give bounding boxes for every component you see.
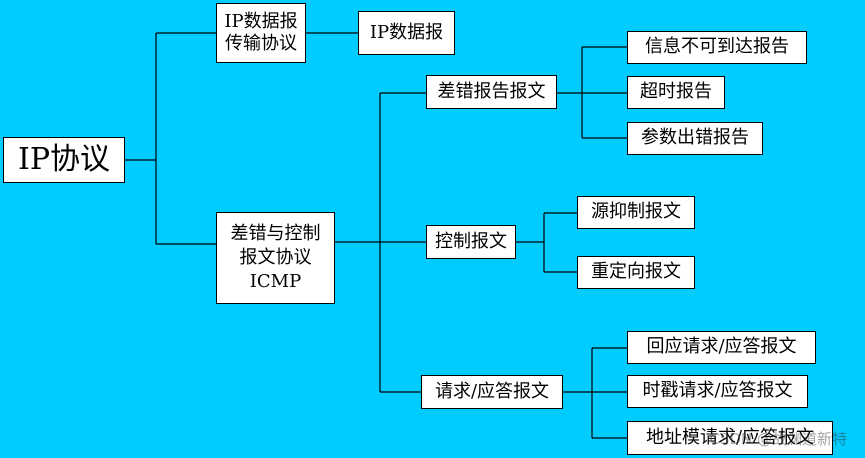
- unreachable-report-node: 信息不可到达报告: [627, 31, 807, 64]
- request-reply-message-node: 请求/应答报文: [421, 375, 563, 409]
- control-message-node: 控制报文: [426, 225, 516, 259]
- parameter-error-report-node: 参数出错报告: [627, 122, 763, 155]
- timestamp-request-reply-node: 时戳请求/应答报文: [627, 375, 808, 408]
- address-mask-request-reply-node: 地址模请求/应答报文: [627, 421, 833, 455]
- ip-protocol-node: IP协议: [3, 137, 125, 183]
- error-report-message-node: 差错报告报文: [426, 75, 557, 109]
- ip-datagram-protocol-node: IP数据报 传输协议: [216, 3, 306, 63]
- watermark: CSDN @故渊道新特: [709, 430, 847, 448]
- redirect-message-node: 重定向报文: [577, 256, 695, 289]
- echo-request-reply-node: 回应请求/应答报文: [627, 331, 816, 364]
- source-quench-message-node: 源抑制报文: [577, 196, 695, 229]
- icmp-node: 差错与控制 报文协议 ICMP: [216, 212, 335, 304]
- timeout-report-node: 超时报告: [627, 76, 725, 109]
- ip-datagram-node: IP数据报: [358, 11, 455, 55]
